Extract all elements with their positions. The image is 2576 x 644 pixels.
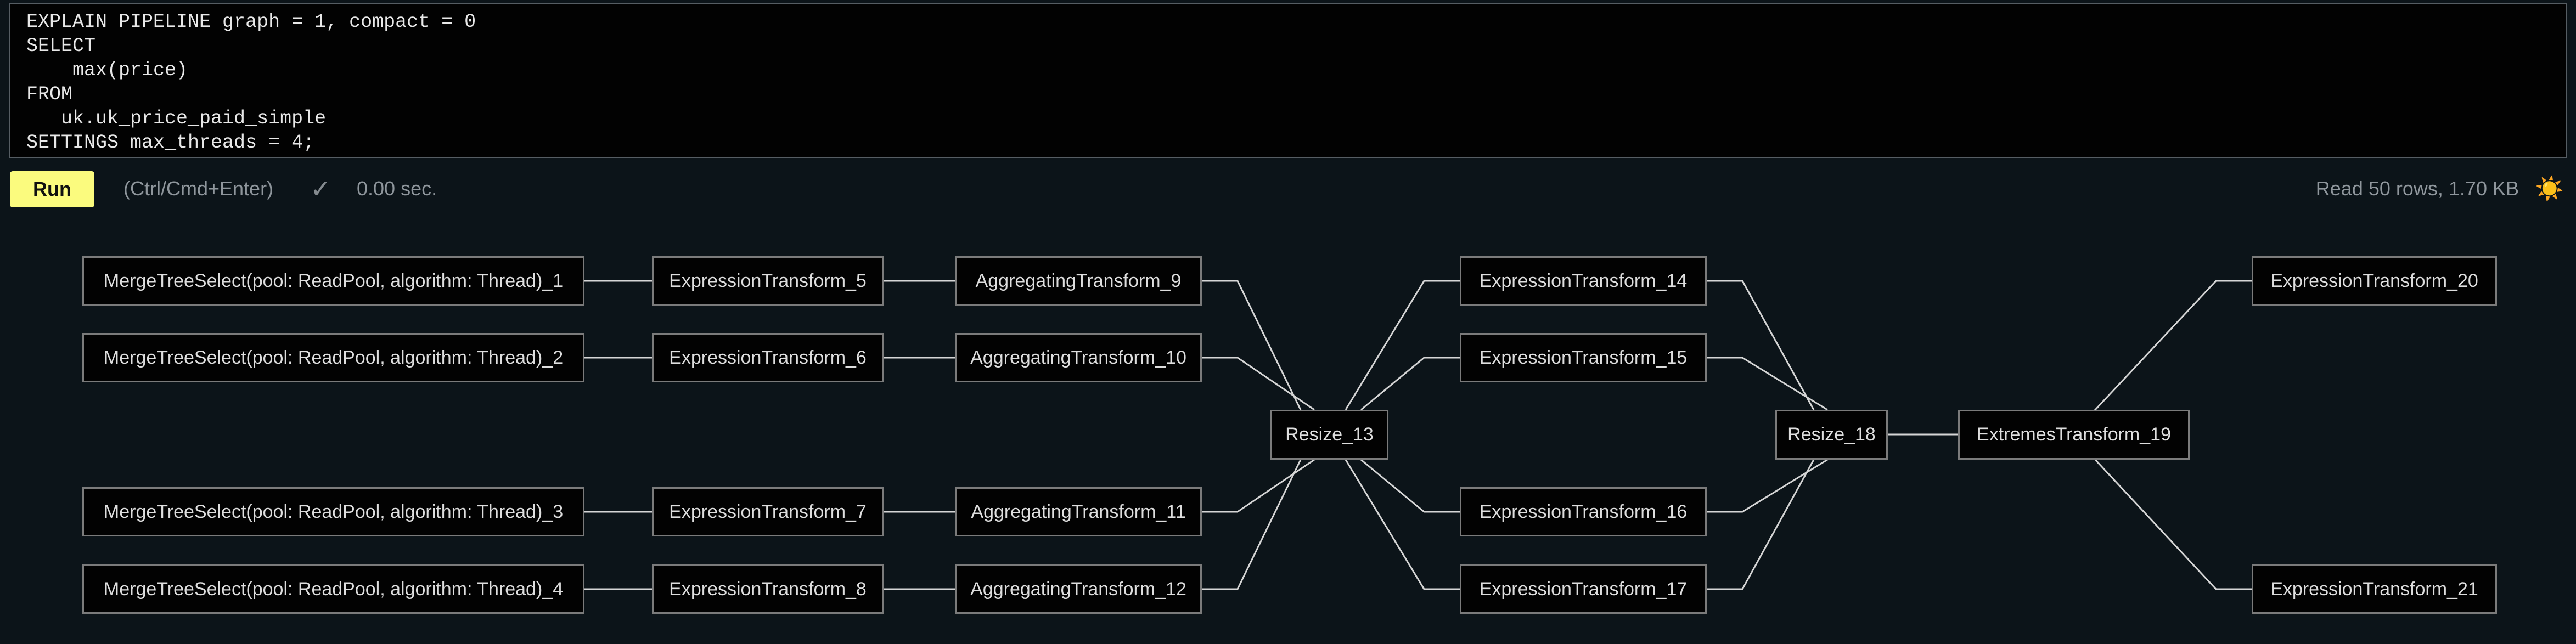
node-resize-13: Resize_13 (1270, 410, 1388, 460)
shortcut-hint: (Ctrl/Cmd+Enter) (123, 177, 274, 200)
toolbar: Run (Ctrl/Cmd+Enter) ✓ 0.00 sec. Read 50… (0, 161, 2576, 216)
node-aggregatingtransform-12: AggregatingTransform_12 (955, 564, 1202, 614)
success-check-icon: ✓ (310, 174, 331, 203)
node-mergetreeselect-1: MergeTreeSelect(pool: ReadPool, algorith… (82, 256, 584, 306)
read-stats: Read 50 rows, 1.70 KB (2315, 177, 2519, 200)
node-resize-18: Resize_18 (1775, 410, 1888, 460)
node-aggregatingtransform-11: AggregatingTransform_11 (955, 487, 1202, 536)
elapsed-time: 0.00 sec. (357, 177, 437, 200)
node-expressiontransform-15: ExpressionTransform_15 (1460, 333, 1707, 382)
node-aggregatingtransform-9: AggregatingTransform_9 (955, 256, 1202, 306)
node-expressiontransform-20: ExpressionTransform_20 (2252, 256, 2497, 306)
run-button[interactable]: Run (10, 171, 94, 207)
sql-line: SELECT (26, 35, 96, 57)
sql-line: FROM (26, 83, 73, 105)
node-expressiontransform-6: ExpressionTransform_6 (652, 333, 884, 382)
node-mergetreeselect-2: MergeTreeSelect(pool: ReadPool, algorith… (82, 333, 584, 382)
node-expressiontransform-14: ExpressionTransform_14 (1460, 256, 1707, 306)
node-extremestransform-19: ExtremesTransform_19 (1958, 410, 2190, 460)
sql-line: EXPLAIN PIPELINE graph = 1, compact = 0 (26, 11, 476, 33)
node-expressiontransform-8: ExpressionTransform_8 (652, 564, 884, 614)
node-mergetreeselect-4: MergeTreeSelect(pool: ReadPool, algorith… (82, 564, 584, 614)
sql-editor[interactable]: EXPLAIN PIPELINE graph = 1, compact = 0 … (9, 3, 2567, 158)
sql-line: uk.uk_price_paid_simple (26, 108, 327, 129)
sql-line: SETTINGS max_threads = 4; (26, 132, 315, 154)
node-expressiontransform-16: ExpressionTransform_16 (1460, 487, 1707, 536)
node-expressiontransform-17: ExpressionTransform_17 (1460, 564, 1707, 614)
sql-line: max(price) (26, 59, 188, 81)
node-mergetreeselect-3: MergeTreeSelect(pool: ReadPool, algorith… (82, 487, 584, 536)
node-expressiontransform-5: ExpressionTransform_5 (652, 256, 884, 306)
node-expressiontransform-21: ExpressionTransform_21 (2252, 564, 2497, 614)
node-expressiontransform-7: ExpressionTransform_7 (652, 487, 884, 536)
node-aggregatingtransform-10: AggregatingTransform_10 (955, 333, 1202, 382)
theme-toggle-sun-icon[interactable]: ☀️ (2535, 175, 2564, 201)
